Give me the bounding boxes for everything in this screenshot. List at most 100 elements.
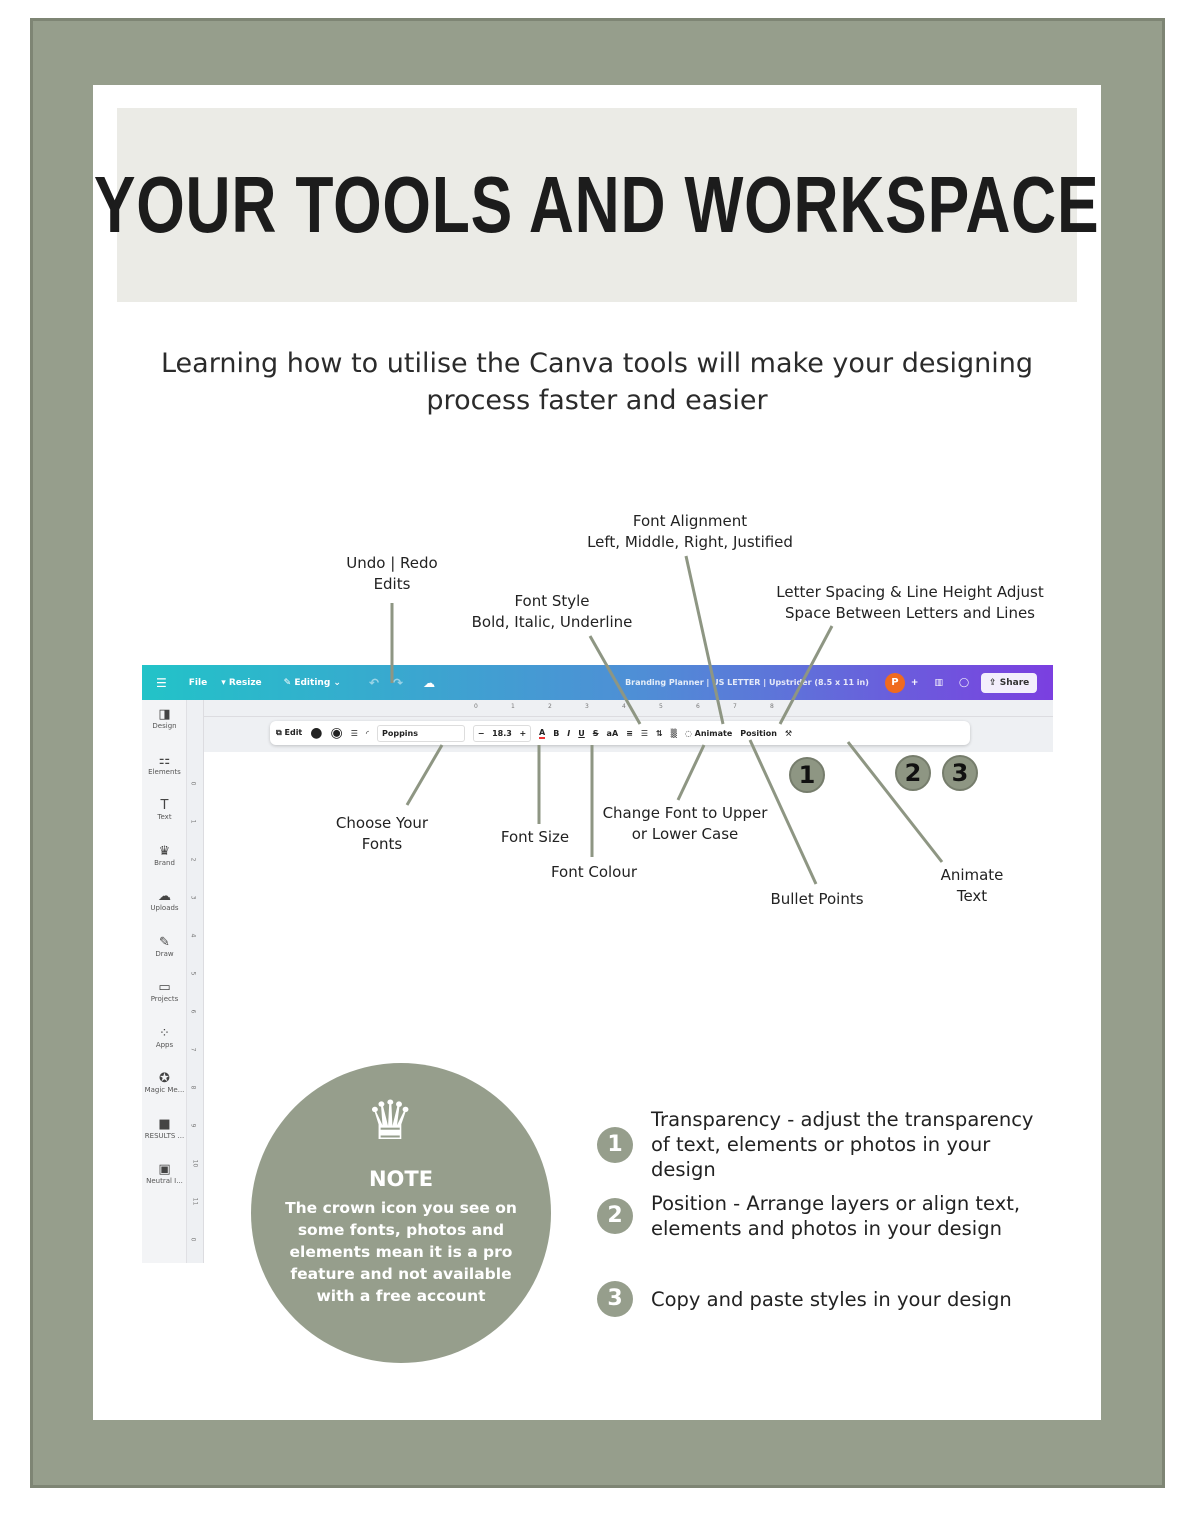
sidebar-label: Brand xyxy=(154,858,175,867)
line-spacing xyxy=(778,625,834,725)
ruler-tick: 5 xyxy=(659,703,663,710)
ruler-tick: 6 xyxy=(696,703,700,710)
horizontal-ruler: 0 1 2 3 4 5 6 7 8 xyxy=(204,700,1053,717)
doc-title: Branding Planner | US LETTER | Upstrider… xyxy=(625,678,869,687)
analytics-icon: ▥ xyxy=(934,677,943,688)
resize-menu: ▾ Resize xyxy=(221,677,262,688)
align-icon: ≡ xyxy=(626,728,633,738)
line-style xyxy=(588,635,642,725)
ruler-tick: 2 xyxy=(548,703,552,710)
sidebar-label: Projects xyxy=(150,995,179,1003)
ruler-tick: 3 xyxy=(585,703,589,710)
sidebar-label: Elements xyxy=(148,767,181,776)
sidebar-label: Neutral I... xyxy=(146,1177,183,1185)
marker-2: 2 xyxy=(895,755,931,791)
font-size-stepper: −18.3+ xyxy=(472,724,531,742)
list-item: 2 Position - Arrange layers or align text… xyxy=(597,1191,1031,1241)
paint-format-icon: ⚒ xyxy=(784,728,793,738)
sidebar-icon: ✪ xyxy=(159,1071,170,1086)
marker-1: 1 xyxy=(789,757,825,793)
label-font-colour: Font Colour xyxy=(550,863,638,881)
ruler-tick: 1 xyxy=(511,703,515,710)
line-animate xyxy=(846,741,944,863)
menu-icon: ☰ xyxy=(156,675,167,690)
sidebar-item: ⚏Elements xyxy=(142,746,187,792)
ruler-tick: 8 xyxy=(770,703,774,710)
line-alignment xyxy=(684,555,725,725)
cloud-icon: ☁ xyxy=(423,675,436,690)
line-bullets xyxy=(748,739,818,885)
file-menu: File xyxy=(188,677,208,688)
sidebar-label: Text xyxy=(157,813,172,821)
canva-topbar: ☰ File ▾ Resize ✎ Editing ⌄ ↶ ↷ ☁ Brandi… xyxy=(142,665,1053,700)
avatar: P xyxy=(884,672,905,693)
strikethrough-icon: S xyxy=(592,728,599,738)
sidebar-icon: ◨ xyxy=(158,707,171,722)
position-button: Position xyxy=(740,728,777,738)
note-circle: ♛ NOTE The crown icon you see on some fo… xyxy=(251,1063,551,1363)
sidebar-icon: ⚏ xyxy=(158,752,171,768)
list-icon: ☰ xyxy=(640,728,649,738)
list-text: Transparency - adjust the transparency o… xyxy=(651,1108,1034,1181)
sidebar-item: ✎Draw xyxy=(142,928,187,974)
note-body: The crown icon you see on some fonts, ph… xyxy=(285,1199,517,1305)
bold-icon: B xyxy=(553,728,560,738)
number-badge: 2 xyxy=(597,1198,633,1234)
sidebar-item: ✪Magic Me... xyxy=(142,1064,187,1110)
sidebar-label: Apps xyxy=(155,1040,174,1049)
redo-icon: ↷ xyxy=(393,675,404,690)
ruler-tick: 0 xyxy=(474,703,478,710)
line-fonts xyxy=(405,744,444,806)
label-bullet-points: Bullet Points xyxy=(770,890,864,908)
undo-icon: ↶ xyxy=(368,675,379,690)
sidebar-icon: ✎ xyxy=(159,934,170,950)
note-heading: NOTE xyxy=(368,1167,434,1191)
title-banner: YOUR TOOLS AND WORKSPACE xyxy=(94,108,1099,302)
line-case xyxy=(676,744,706,801)
sidebar-label: Uploads xyxy=(150,904,179,912)
edit-button: ⧉ Edit xyxy=(276,728,303,737)
stroke-icon: ☰ xyxy=(350,728,358,738)
marker-3: 3 xyxy=(942,755,978,791)
editing-menu: ✎ Editing ⌄ xyxy=(283,677,341,688)
spacing-icon: ⇅ xyxy=(656,728,663,738)
sidebar-label: Design xyxy=(152,722,177,730)
comment-icon: ◯ xyxy=(958,677,970,688)
number-badge: 3 xyxy=(597,1281,633,1317)
font-colour-icon: A xyxy=(538,727,546,739)
transparency-icon: ▒ xyxy=(670,728,677,738)
ruler-tick: 4 xyxy=(622,703,626,710)
sidebar-icon: ⁘ xyxy=(159,1025,170,1041)
sidebar-item: ♛Brand xyxy=(142,837,187,883)
sidebar-icon: ▣ xyxy=(158,1162,171,1177)
sidebar-icon: ☁ xyxy=(158,889,171,904)
case-icon: aA xyxy=(606,728,619,738)
page-title: YOUR TOOLS AND WORKSPACE xyxy=(94,160,1100,249)
sidebar-item: ⁘Apps xyxy=(142,1019,187,1065)
sidebar-icon: ♛ xyxy=(158,843,171,859)
sidebar-item: ▭Projects xyxy=(142,973,187,1019)
sidebar-item: ■RESULTS ... xyxy=(142,1110,187,1156)
intro-text: Learning how to utilise the Canva tools … xyxy=(160,348,1034,416)
sidebar-item: ☁Uploads xyxy=(142,882,187,928)
plus-icon: + xyxy=(910,677,919,688)
sidebar-label: Magic Me... xyxy=(144,1086,185,1094)
share-button: ⇪ Share xyxy=(981,672,1038,693)
number-badge: 1 xyxy=(597,1126,633,1163)
sidebar-label: RESULTS ... xyxy=(144,1131,185,1140)
text-toolbar: ⧉ Edit ● ◉ ☰ ◜ Poppins −18.3+ A B I U S … xyxy=(270,721,970,745)
ruler-tick: 7 xyxy=(733,703,737,710)
list-text: Position - Arrange layers or align text,… xyxy=(651,1192,1021,1240)
sidebar-label: Draw xyxy=(155,949,174,958)
underline-icon: U xyxy=(578,728,585,738)
sidebar-item: ◨Design xyxy=(142,700,187,746)
